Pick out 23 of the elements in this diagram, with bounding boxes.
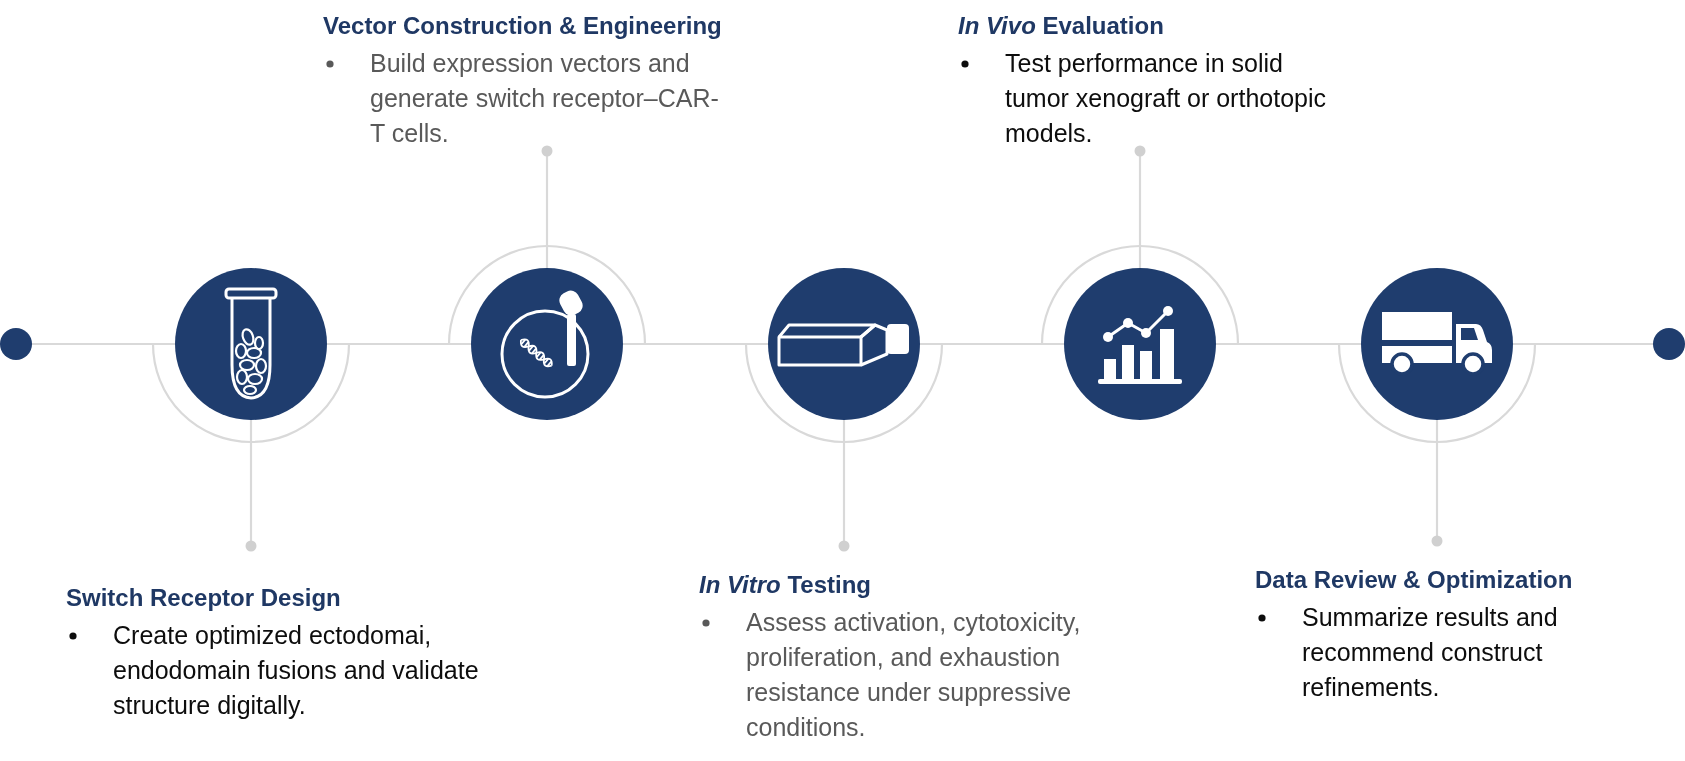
timeline-line — [327, 342, 471, 346]
step-heading: In Vitro Testing — [699, 570, 872, 600]
timeline-line — [623, 342, 768, 346]
leader-line — [541, 145, 553, 268]
leader-line — [1134, 145, 1146, 268]
timeline-line — [32, 342, 175, 346]
leader-line — [1431, 420, 1443, 547]
step-description: Summarize results and recommend construct refinements. — [1302, 602, 1559, 703]
timeline-line — [1513, 342, 1653, 346]
step-heading: Data Review & Optimization — [1255, 565, 1574, 595]
step-heading: In Vivo Evaluation — [958, 11, 1165, 41]
step-description: Assess activation, cytotoxicity, proliferation, and exhaustion resistance under suppressive conditions. — [746, 607, 1082, 743]
timeline-line — [920, 342, 1064, 346]
end-dot — [0, 328, 32, 360]
leader-line — [245, 420, 257, 552]
step-heading: Switch Receptor Design — [66, 583, 342, 613]
timeline-line — [1216, 342, 1361, 346]
step-description: Build expression vectors and generate switch receptor–CAR-T cells. — [370, 48, 720, 149]
step-heading: Vector Construction & Engineering — [323, 11, 723, 41]
leader-line — [838, 420, 850, 552]
end-dot — [1653, 328, 1685, 360]
step-description: Test performance in solid tumor xenograft or orthotopic models. — [1005, 48, 1327, 149]
step-description: Create optimized ectodomai, endodomain fusions and validate structure digitally. — [113, 620, 480, 721]
